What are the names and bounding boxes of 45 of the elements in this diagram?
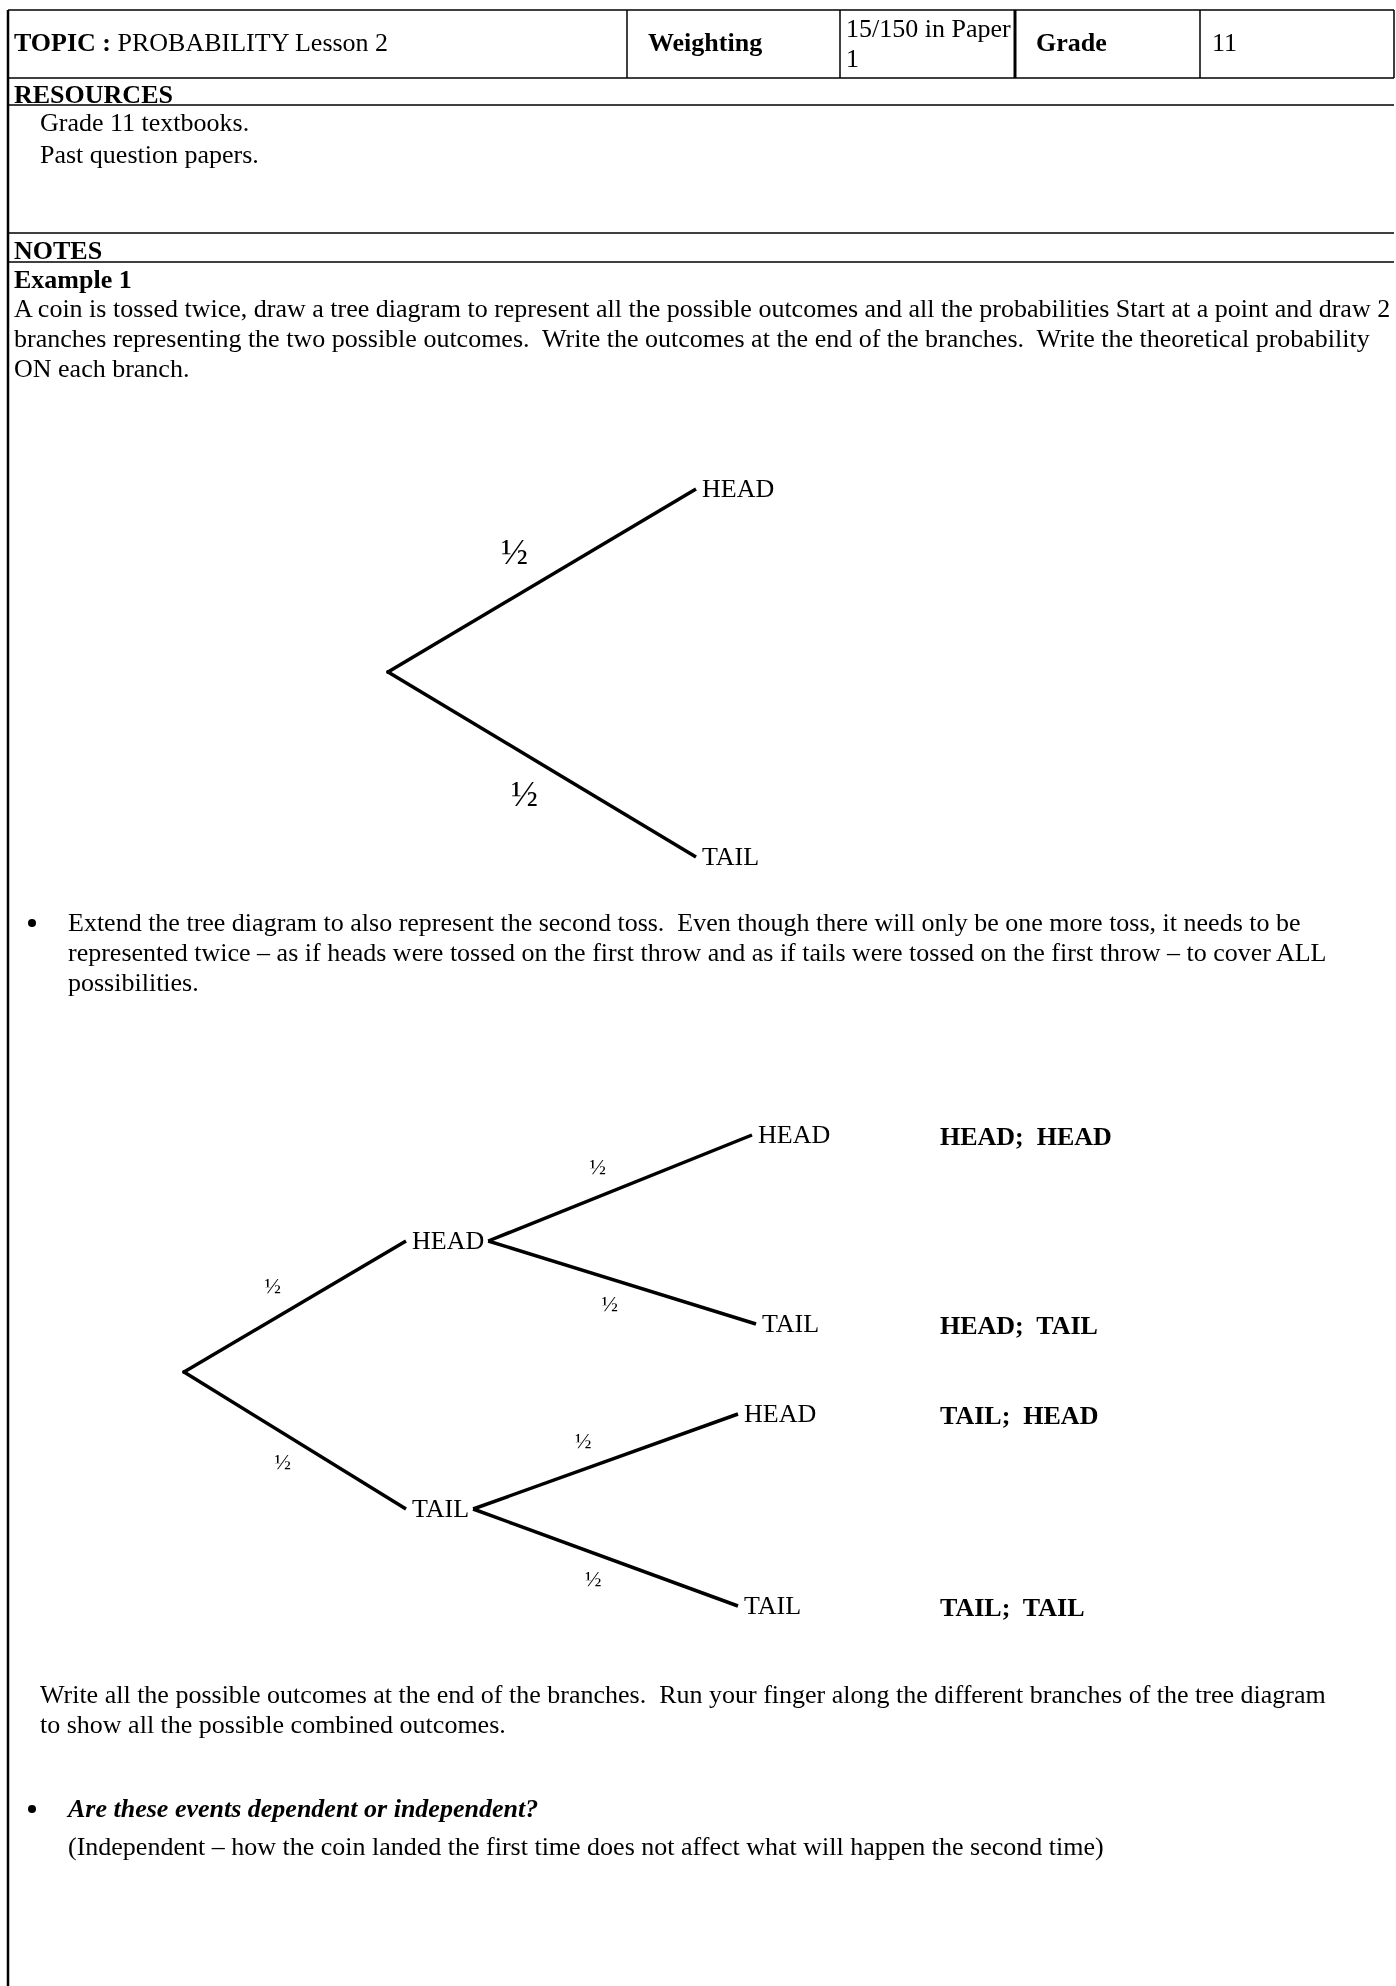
section-heading: RESOURCES xyxy=(14,80,174,110)
tree-branch xyxy=(472,1412,739,1511)
probability-label: ½ xyxy=(274,1448,291,1475)
tree-branch xyxy=(183,1239,407,1374)
instruction-paragraph: Write all the possible outcomes at the end of the branches. Run your finger along the different branches of the tree diagram to show all the possible combined outcomes. xyxy=(40,1680,1327,1740)
example-heading: Example 1 xyxy=(14,265,133,295)
tree-branch xyxy=(472,1507,739,1608)
outcome-label: TAIL xyxy=(702,844,760,870)
tree-branch xyxy=(487,1239,757,1326)
instruction-paragraph: Extend the tree diagram to also represent the second toss. Even though there will only be one more toss, it needs to be represented twice – as if heads were tossed on the first throw and as if tails were tossed on the first throw – to cover ALL possibilities. xyxy=(68,908,1327,998)
branch-point xyxy=(182,1370,186,1374)
section-heading: NOTES xyxy=(14,236,104,266)
outcome-label: TAIL xyxy=(412,1496,470,1522)
tree-branch xyxy=(387,487,697,674)
combined-outcome: HEAD; TAIL xyxy=(940,1311,1099,1341)
instruction-paragraph: A coin is tossed twice, draw a tree diagram to represent all the possible outcomes and all the probabilities Start at a point and draw 2 branches representing the two possible outcomes. Write the outcomes at the end of the branches. Write the theoretical probability ON each branch. xyxy=(14,294,1392,384)
column-heading: Grade xyxy=(1036,28,1108,58)
branch-point xyxy=(386,670,390,674)
answer-paragraph: (Independent – how the coin landed the first time does not affect what will happen the second time) xyxy=(68,1832,1105,1862)
topic-title: TOPIC : PROBABILITY Lesson 2 xyxy=(14,28,390,58)
probability-label: ½ xyxy=(501,530,528,573)
outcome-label: TAIL xyxy=(744,1593,802,1619)
outcome-label: TAIL xyxy=(762,1311,820,1337)
tree-branch xyxy=(387,670,697,859)
probability-label: ½ xyxy=(585,1565,602,1592)
tree-branch xyxy=(487,1133,753,1243)
tree-branch xyxy=(183,1370,407,1511)
resource-item: Past question papers. xyxy=(40,140,260,170)
cell-value: 15/150 in Paper 1 xyxy=(846,14,1011,74)
probability-label: ½ xyxy=(511,772,538,815)
outcome-label: HEAD xyxy=(758,1122,831,1148)
cell-value: 11 xyxy=(1212,28,1239,58)
probability-label: ½ xyxy=(601,1290,619,1317)
probability-label: ½ xyxy=(264,1272,281,1299)
probability-label: ½ xyxy=(575,1427,592,1454)
combined-outcome: TAIL; HEAD xyxy=(940,1401,1100,1431)
combined-outcome: HEAD; HEAD xyxy=(940,1122,1113,1152)
resource-item: Grade 11 textbooks. xyxy=(40,108,251,138)
column-heading: Weighting xyxy=(648,28,764,58)
outcome-label: HEAD xyxy=(702,476,775,502)
probability-label: ½ xyxy=(589,1154,607,1180)
outcome-label: HEAD xyxy=(744,1401,817,1427)
question-text: Are these events dependent or independent? xyxy=(68,1794,540,1824)
outcome-label: HEAD xyxy=(412,1228,485,1254)
combined-outcome: TAIL; TAIL xyxy=(940,1593,1086,1623)
